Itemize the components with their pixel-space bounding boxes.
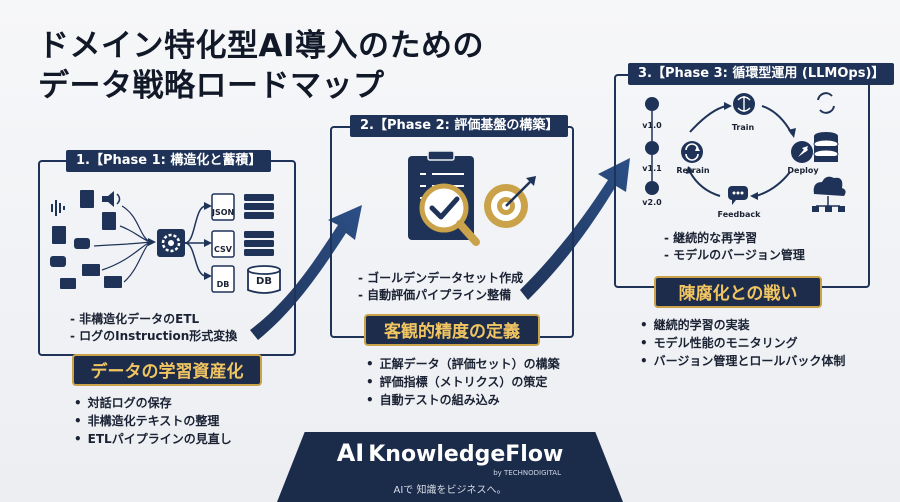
cycle-deploy-label: Deploy (787, 166, 819, 175)
rocket-icon (791, 141, 813, 163)
json-file-icon (211, 193, 235, 221)
phase1-illustration (50, 190, 281, 294)
phase2-illustration (408, 150, 536, 246)
document-icon (52, 190, 116, 244)
phase2-label: 2.【Phase 2: 評価基盤の構築】 (350, 115, 569, 137)
csv-label: CSV (214, 245, 232, 254)
feedback-chat-icon (728, 186, 748, 205)
cloud-network-icon (812, 176, 846, 212)
list-item: 対話ログの保存 (74, 394, 232, 412)
sound-wave-icon (51, 200, 65, 216)
title-line-2: データ戦略ロードマップ (38, 68, 385, 104)
mail-icon (60, 264, 122, 289)
brain-icon (733, 93, 755, 115)
chat-bubble-icon (50, 238, 90, 267)
list-item: ログのInstruction形式変換 (70, 328, 237, 345)
speaker-icon (102, 191, 121, 207)
cycle-train-label: Train (731, 123, 755, 132)
phase3-label: 3.【Phase 3: 循環型運用 (LLMOps)】 (628, 63, 895, 85)
phase2-bullets: 正解データ（評価セット）の構築 評価指標（メトリクス）の策定 自動テストの組み込… (366, 355, 560, 409)
title-line-1: ドメイン特化型AI導入のための (38, 28, 485, 64)
list-item: モデルのバージョン管理 (664, 247, 805, 264)
database-icon (247, 265, 281, 294)
arrow-phase1-to-2 (250, 205, 362, 340)
phase3-banner: 陳腐化との戦い (654, 276, 822, 308)
list-item: バージョン管理とロールバック体制 (640, 352, 846, 370)
phase2-inline-list: ゴールデンデータセット作成 自動評価パイプライン整備 (358, 270, 523, 304)
gear-icon (157, 229, 185, 257)
github-version-icon (645, 97, 659, 195)
version-label: v2.0 (642, 198, 662, 207)
cycle-feedback-label: Feedback (717, 210, 761, 219)
brand-name: KnowledgeFlow (368, 442, 564, 467)
phase1-inline-list: 非構造化データのETL ログのInstruction形式変換 (70, 311, 237, 345)
list-item: モデル性能のモニタリング (640, 334, 845, 352)
list-item: 自動評価パイプライン整備 (358, 287, 523, 304)
sync-icon (817, 92, 835, 114)
server-icon (244, 194, 274, 256)
brand-sub: by TECHNODIGITAL (493, 469, 561, 477)
list-item: 非構造化テキストの整理 (74, 412, 232, 430)
db-label: DB (256, 276, 272, 287)
brand-ai: AI (336, 439, 365, 467)
phase1-label: 1.【Phase 1: 構造化と蓄積】 (66, 150, 272, 172)
list-item: 評価指標（メトリクス）の策定 (366, 373, 560, 391)
phase1-banner: データの学習資産化 (72, 354, 262, 386)
phase2-banner: 客観的精度の定義 (364, 314, 540, 346)
list-item: ゴールデンデータセット作成 (358, 270, 523, 287)
json-label: JSON (212, 208, 235, 217)
arrow-phase2-to-3 (520, 158, 630, 300)
list-item: 正解データ（評価セット）の構築 (366, 355, 560, 373)
page-title: ドメイン特化型AI導入のための データ戦略ロードマップ (38, 26, 484, 106)
brand-tagline: AIで 知識をビジネスへ。 (393, 485, 507, 496)
refresh-icon (681, 141, 703, 163)
version-label: v1.0 (642, 121, 662, 130)
list-item: 継続的学習の実装 (640, 316, 845, 334)
list-item: 継続的な再学習 (664, 230, 805, 247)
phase1-bullets: 対話ログの保存 非構造化テキストの整理 ETLパイプラインの見直し (74, 394, 232, 448)
phase3-inline-list: 継続的な再学習 モデルのバージョン管理 (664, 230, 805, 264)
list-item: 自動テストの組み込み (366, 391, 560, 409)
cycle-retrain-label: Retrain (676, 166, 710, 175)
list-item: ETLパイプラインの見直し (74, 430, 232, 448)
database-stack-icon (813, 132, 839, 162)
db-small-label: DB (216, 280, 230, 289)
list-item: 非構造化データのETL (70, 311, 237, 328)
version-label: v1.1 (642, 164, 662, 173)
phase3-illustration (645, 92, 846, 212)
target-icon (484, 176, 536, 228)
csv-file-icon (211, 230, 235, 258)
magnifier-check-icon (419, 183, 480, 246)
db-file-icon (211, 265, 235, 293)
phase3-bullets: 継続的学習の実装 モデル性能のモニタリング バージョン管理とロールバック体制 (640, 316, 846, 370)
